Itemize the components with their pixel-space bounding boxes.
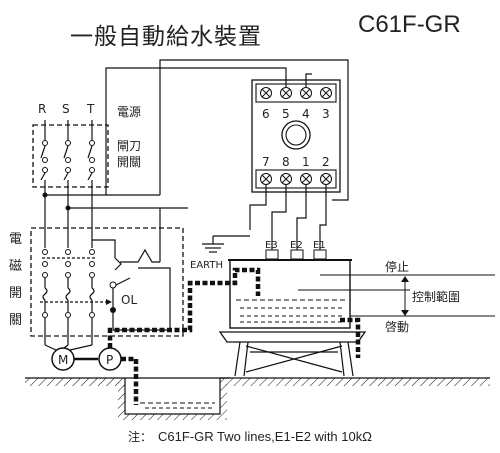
magnetic-switch-box [30,227,184,337]
model-title: C61F-GR [358,11,461,38]
motor-label: M [58,353,68,367]
pump-label: P [106,353,113,367]
knife-switch-label-2: 開關 [117,155,141,169]
relay-terminal-3: 3 [322,107,330,121]
note-prefix: 注： [128,429,152,444]
tank-stand [218,331,367,377]
diagram-title: 一般自動給水裝置 [70,24,262,50]
motor-symbol [44,344,98,371]
phase-label-r: R [38,102,46,116]
magnetic-switch-char-2: 磁 [9,259,22,274]
magnetic-switch-char-3: 開 [9,286,22,301]
knife-switch-box [32,124,109,188]
note-text: C61F-GR Two lines,E1-E2 with 10kΩ [158,429,372,444]
level-indicators [298,274,495,317]
relay-terminal-7: 7 [262,155,270,169]
start-label: 啓動 [385,319,409,334]
power-source-label: 電源 [117,105,141,119]
relay-top-terminals [260,87,332,99]
phase-label-s: S [62,102,70,116]
relay-terminal-5: 5 [282,107,290,121]
magnetic-switch-contacts [40,249,112,345]
control-coil [92,208,171,331]
relay-wiring [105,59,349,250]
magnetic-switch-char-4: 關 [9,313,22,328]
ground-surface [25,377,490,420]
phase-wires-middle [42,180,160,248]
overload-label: OL [121,293,137,307]
relay-terminal-8: 8 [282,155,290,169]
knife-switch-label-1: 閘刀 [117,139,141,153]
phase-label-t: T [86,102,95,116]
relay-terminal-2: 2 [322,155,330,169]
phase-wires [44,120,93,140]
control-range-label: 控制範圍 [412,289,460,304]
magnetic-switch-char-1: 電 [9,232,22,247]
electrode-label-e3: E3 [265,240,278,251]
electrode-label-e1: E1 [313,240,326,251]
relay-terminal-1: 1 [302,155,310,169]
relay-terminal-6: 6 [262,107,270,121]
knife-switch-contacts [40,140,95,181]
relay-terminal-4: 4 [302,107,310,121]
water-pipes [107,267,361,405]
earth-label: EARTH [190,260,223,271]
electrode-label-e2: E2 [290,240,303,251]
earth-symbol [202,235,250,253]
stop-label: 停止 [385,259,409,274]
